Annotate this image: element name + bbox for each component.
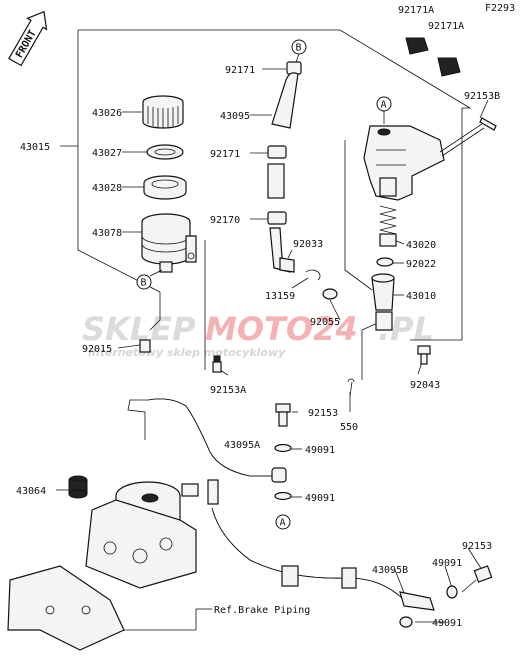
- marker-b-low: B: [136, 269, 163, 290]
- part-label: 49091: [432, 618, 462, 629]
- reservoir-cap: [142, 95, 184, 129]
- marker-b-top: B: [291, 39, 307, 63]
- part-label: 92153B: [464, 91, 500, 102]
- part-label: 550: [340, 422, 358, 433]
- reservoir-tank: [141, 213, 197, 273]
- marker-a-top: A: [376, 96, 392, 124]
- assembly-frame-left: [77, 30, 161, 293]
- assembly-frame-low: [361, 321, 381, 380]
- watermark-brand-left: SKLEP: [82, 310, 196, 348]
- ref-brake-piping-label: Ref.Brake Piping: [214, 605, 310, 616]
- washer-2: [274, 491, 292, 501]
- circlip: [305, 269, 321, 281]
- part-label: 92171: [225, 65, 255, 76]
- part-label: 43026: [92, 108, 122, 119]
- diaphragm-plate: [146, 144, 184, 160]
- leader-lines: [56, 68, 489, 631]
- part-label: 43020: [406, 240, 436, 251]
- part-label: 43028: [92, 183, 122, 194]
- banjo-bolt-low: [461, 565, 493, 593]
- part-label: 43064: [16, 486, 46, 497]
- assembly-frame-leader: [149, 292, 161, 331]
- marker-a-low: A: [275, 514, 291, 530]
- part-label: 43095A: [224, 440, 260, 451]
- piston-spring: [379, 205, 397, 247]
- washer-1: [274, 443, 292, 453]
- part-label: 49091: [432, 558, 462, 569]
- abs-hydraulic-unit: [85, 479, 219, 589]
- washer-4: [446, 585, 458, 599]
- hose-fitting: [279, 257, 295, 273]
- bolt-92043: [417, 345, 431, 365]
- rubber-mount: [68, 475, 88, 499]
- o-ring: [322, 288, 338, 300]
- part-label: 92033: [293, 239, 323, 250]
- bolt-92153B: [439, 117, 497, 157]
- svg-text:A: A: [381, 100, 387, 111]
- part-label: 43078: [92, 228, 122, 239]
- washer-3: [399, 616, 413, 628]
- push-rod: [371, 273, 395, 331]
- bolt-92153A: [212, 355, 222, 373]
- front-arrow-icon: FRONT: [8, 10, 48, 67]
- svg-text:A: A: [280, 518, 286, 529]
- part-label: 92153: [308, 408, 338, 419]
- part-label: 49091: [305, 445, 335, 456]
- part-label: 92171A: [398, 5, 434, 16]
- part-label: 92015: [82, 344, 112, 355]
- assembly-frame-mid: [344, 140, 373, 291]
- part-label: 92153A: [210, 385, 246, 396]
- part-label: 49091: [305, 493, 335, 504]
- diaphragm: [143, 175, 187, 200]
- retaining-ring: [376, 257, 394, 267]
- part-label: 43010: [406, 291, 436, 302]
- brake-hose-43095B: [211, 507, 435, 611]
- part-label: 92170: [210, 215, 240, 226]
- watermark-tagline: internetowy sklep motocyklowy: [88, 346, 286, 359]
- part-label: 43015: [20, 142, 50, 153]
- assembly-frame: [78, 29, 472, 341]
- master-cylinder-body: [363, 125, 445, 201]
- part-label: 92153: [462, 541, 492, 552]
- part-label: 92171: [210, 149, 240, 160]
- banjo-bolt-92153: [275, 403, 291, 427]
- part-label: 92055: [310, 317, 340, 328]
- brake-hose-43095A: [127, 398, 287, 483]
- part-label: 92171A: [428, 21, 464, 32]
- part-label: 92022: [406, 259, 436, 270]
- part-label: 43095B: [372, 565, 408, 576]
- part-label: 92043: [410, 380, 440, 391]
- part-label: 43027: [92, 148, 122, 159]
- hose-clamp-pair: [405, 37, 461, 77]
- figure-code: F2293: [485, 3, 515, 14]
- watermark-brand-right: MOTO24: [205, 310, 358, 348]
- bolt-92015: [139, 339, 151, 353]
- part-label: 43095: [220, 111, 250, 122]
- frame-bracket: [7, 565, 125, 651]
- part-label: 13159: [265, 291, 295, 302]
- cotter-pin: [347, 378, 355, 397]
- svg-text:B: B: [296, 43, 302, 54]
- part-labels: 92171A 92171A 92153B 92171 43026 43095 4…: [16, 5, 500, 629]
- svg-text:B: B: [141, 278, 147, 289]
